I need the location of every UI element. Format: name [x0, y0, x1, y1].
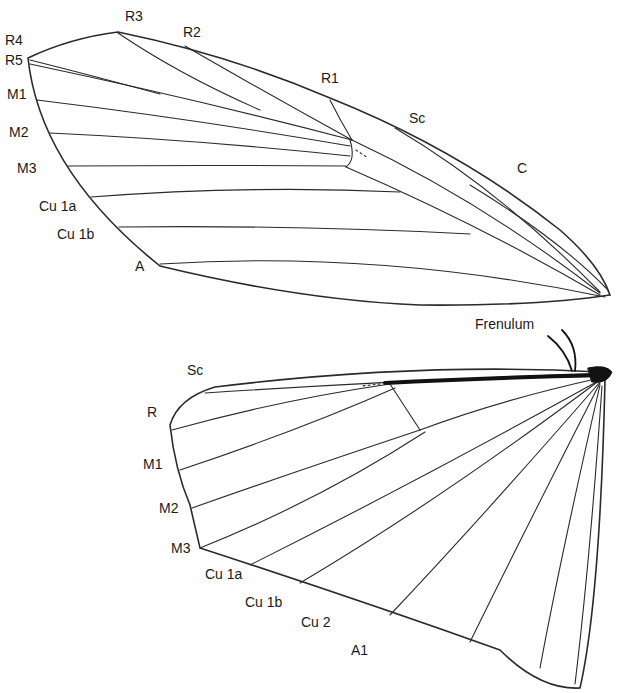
- hindwing-outline: [170, 369, 605, 688]
- vein-label: R5: [4, 52, 24, 68]
- vein-label: Frenulum: [474, 316, 535, 332]
- vein-label: R2: [182, 24, 202, 40]
- vein-label: Cu 2: [300, 614, 332, 630]
- vein-label: R3: [124, 8, 144, 24]
- vein-label: Cu 1a: [38, 198, 77, 214]
- vein-label: R4: [4, 32, 24, 48]
- vein-label: A: [134, 258, 145, 274]
- vein-label: Sc: [408, 110, 426, 126]
- vein-label: Cu 1b: [56, 226, 95, 242]
- vein-label: R: [146, 404, 158, 420]
- hindwing-veins: [172, 374, 602, 684]
- vein-label: M1: [142, 456, 163, 472]
- vein-label: M3: [16, 160, 37, 176]
- vein-label: M2: [8, 124, 29, 140]
- forewing-outline: [28, 32, 610, 305]
- wing-base: [588, 367, 612, 383]
- vein-label: Cu 1a: [204, 566, 243, 582]
- hindwing-stem: [385, 375, 602, 383]
- frenulum-bristle: [548, 336, 572, 371]
- vein-label: M3: [170, 540, 191, 556]
- frenulum-bristle: [562, 330, 575, 371]
- vein-label: R1: [320, 70, 340, 86]
- vein-label: Sc: [186, 362, 204, 378]
- vein-label: Cu 1b: [244, 594, 283, 610]
- vein-label: M1: [6, 86, 27, 102]
- forewing-veins: [30, 33, 608, 297]
- vein-label: M2: [158, 500, 179, 516]
- vein-label: A1: [350, 642, 369, 658]
- vein-label: C: [516, 160, 528, 176]
